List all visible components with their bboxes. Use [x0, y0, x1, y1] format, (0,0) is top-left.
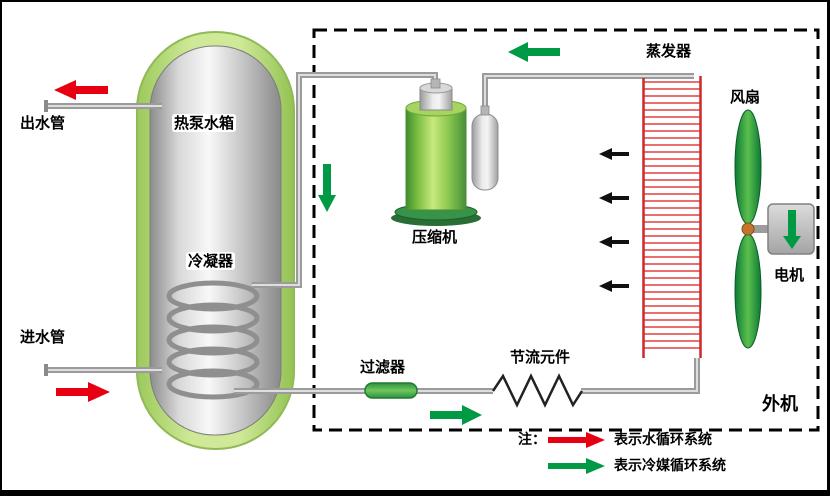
discharge-flow-arrow — [318, 164, 336, 212]
motor-flow-arrow — [783, 210, 801, 249]
fan-graphic — [734, 109, 769, 349]
legend-refrigerant-text: 表示冷媒循环系统 — [614, 458, 726, 474]
outlet-pipe-label: 出水管 — [18, 114, 68, 132]
liquid-flow-arrow — [430, 405, 482, 425]
water-inlet-arrow — [56, 382, 110, 402]
compressor-graphic — [391, 78, 481, 226]
air-flow-arrows — [599, 148, 629, 292]
fan-label: 风扇 — [728, 88, 763, 106]
filter-graphic — [364, 382, 418, 399]
outdoor-unit-label: 外机 — [762, 394, 798, 415]
compressor-label: 压缩机 — [410, 228, 460, 246]
evaporator-graphic — [642, 76, 702, 358]
tank-label: 热泵水箱 — [172, 114, 237, 132]
accumulator-graphic — [471, 105, 499, 191]
condenser-label: 冷凝器 — [186, 252, 236, 270]
legend-water-arrow — [548, 432, 605, 448]
condenser-coil-graphic — [166, 280, 260, 400]
outdoor-unit-boundary — [312, 28, 820, 432]
motor-label: 电机 — [772, 266, 807, 284]
legend-refrigerant-arrow — [548, 458, 605, 474]
throttle-element-graphic — [491, 373, 584, 408]
throttle-label: 节流元件 — [508, 348, 573, 366]
water-outlet-arrow — [54, 80, 108, 100]
diagram-graphics — [44, 28, 820, 474]
inlet-pipe-label: 进水管 — [18, 328, 68, 346]
legend-note: 注： — [518, 432, 546, 448]
motor-graphic — [767, 203, 815, 255]
legend-water-text: 表示水循环系统 — [614, 432, 712, 448]
water-tank-graphic — [136, 31, 295, 450]
evaporator-label: 蒸发器 — [644, 42, 694, 60]
suction-flow-arrow — [508, 42, 560, 62]
filter-label: 过滤器 — [358, 358, 408, 376]
